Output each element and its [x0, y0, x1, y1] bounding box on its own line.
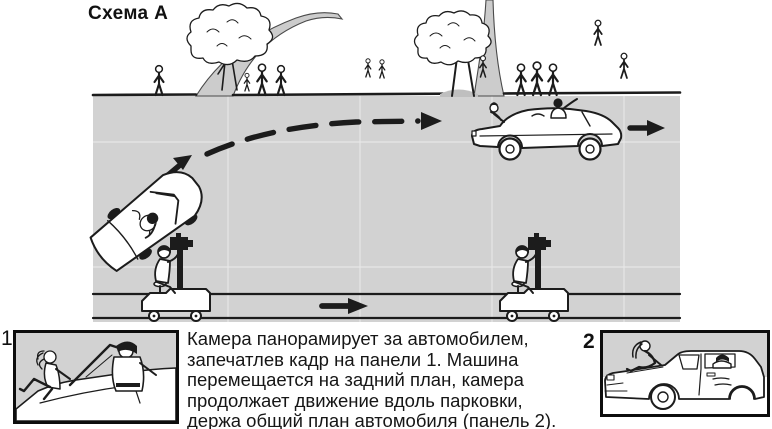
panel-1-drawing — [15, 333, 177, 422]
pedestrian-icon — [256, 63, 268, 97]
storyboard-panel-2 — [600, 330, 770, 417]
pedestrian-icon — [593, 19, 603, 46]
caption-line: держа общий план автомобиля (панель 2). — [187, 410, 557, 429]
panel-1-label: 1 — [1, 327, 13, 350]
forward-arrow-icon — [627, 120, 665, 136]
pedestrian-icon — [378, 59, 386, 79]
pedestrian-icon — [515, 63, 527, 97]
tree-icon — [413, 10, 492, 97]
caption-line: запечатлев кадр на панели 1. Машина — [187, 348, 519, 370]
panel-2-drawing — [603, 333, 767, 410]
caption-line: перемещается на задний план, камера — [187, 369, 524, 391]
forward-arrow-icon — [319, 298, 368, 314]
dashed-pan-path-arrow — [204, 112, 442, 157]
background-car — [471, 98, 623, 161]
pedestrian-icon — [275, 64, 287, 97]
pedestrian-icon — [153, 64, 165, 97]
storyboard-panel-1 — [13, 330, 179, 424]
pedestrian-icon — [530, 60, 544, 97]
pedestrian-icon — [547, 63, 559, 97]
schema-title: Схема А — [88, 3, 169, 24]
caption: Камера панорамирует за автомобилем, запе… — [187, 328, 587, 429]
panel-2-label: 2 — [583, 330, 595, 353]
scene-illustration — [89, 0, 682, 322]
kerb-line — [91, 91, 682, 97]
tree-icon — [186, 2, 274, 91]
pedestrian-icon — [243, 72, 251, 92]
pedestrian-icon — [619, 52, 629, 79]
foreground-car — [89, 171, 203, 272]
pedestrian-icon — [364, 58, 372, 78]
caption-line: продолжает движение вдоль парковки, — [187, 389, 523, 411]
caption-line: Камера панорамирует за автомобилем, — [187, 328, 529, 349]
